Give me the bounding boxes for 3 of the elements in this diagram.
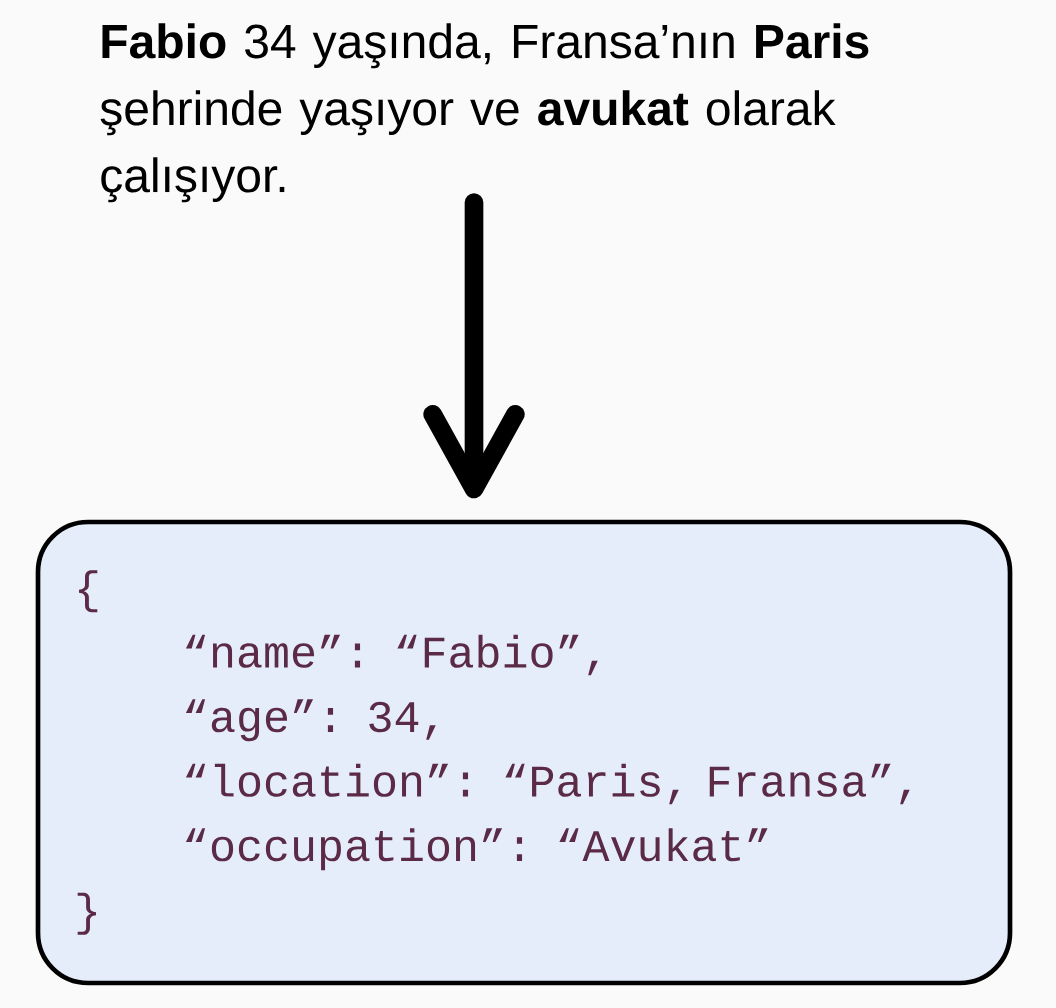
code-box: { “name”: “Fabio”, “age”: 34, “location”: “Paris, Fransa”, “occupation”: “Avukat” } xyxy=(35,519,1013,986)
arrow xyxy=(423,193,525,499)
description-text: Fabio 34 yaşında, Fransa’nın Paris şehrinde yaşıyor ve avukat olarak çalışıyor. xyxy=(100,23,869,203)
